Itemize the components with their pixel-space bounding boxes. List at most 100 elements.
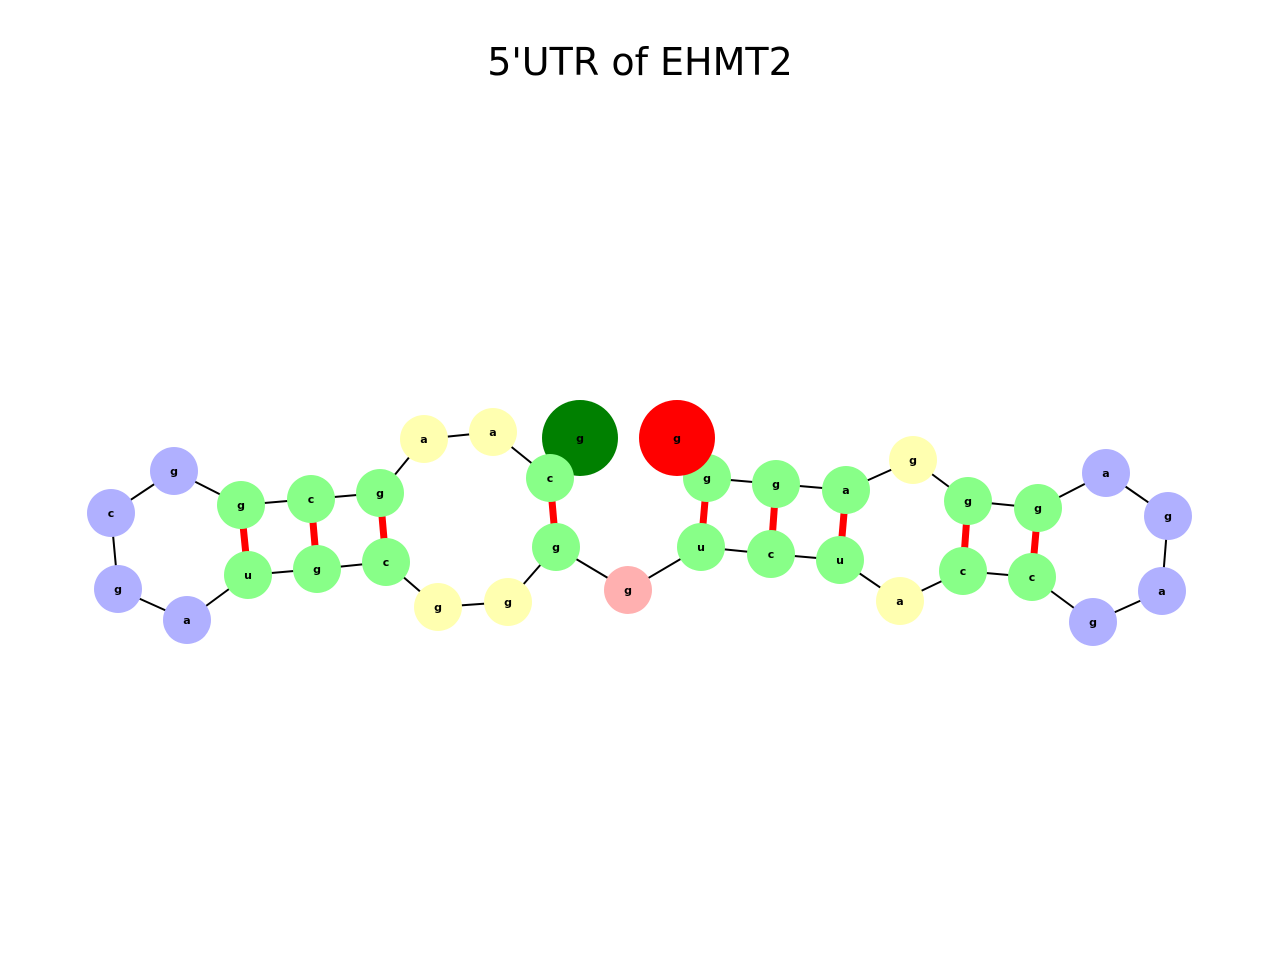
nucleotide-circle — [87, 489, 135, 537]
nucleotide-node: g — [356, 469, 404, 517]
nucleotide-circle — [604, 566, 652, 614]
nucleotide-label: c — [108, 507, 115, 520]
nucleotide-label: g — [114, 583, 122, 596]
nucleotide-node: c — [87, 489, 135, 537]
three-prime-end-node: g — [639, 400, 715, 476]
nucleotide-circle — [1014, 484, 1062, 532]
nucleotide-label: g — [434, 601, 442, 614]
nucleotide-node: g — [150, 447, 198, 495]
nucleotide-node: c — [939, 547, 987, 595]
nucleotide-node: c — [526, 454, 574, 502]
nucleotide-label: g — [1089, 616, 1097, 629]
nucleotide-circle — [293, 545, 341, 593]
nucleotide-circle — [224, 551, 272, 599]
nucleotide-label: c — [383, 556, 390, 569]
nucleotide-label: a — [896, 595, 903, 608]
nucleotide-circle — [1082, 449, 1130, 497]
nucleotide-node: a — [822, 466, 870, 514]
nucleotide-label: g — [909, 454, 917, 467]
nucleotide-label: c — [547, 472, 554, 485]
nucleotide-circle — [400, 415, 448, 463]
nucleotide-circle — [677, 523, 725, 571]
nucleotide-node: g — [1069, 598, 1117, 646]
nucleotide-label: a — [183, 614, 190, 627]
nucleotide-label: g — [964, 495, 972, 508]
nucleotide-circle — [876, 577, 924, 625]
nucleotide-circle — [356, 469, 404, 517]
nucleotide-node: g — [604, 566, 652, 614]
nucleotide-label: u — [697, 541, 705, 554]
nucleotide-node: c — [747, 530, 795, 578]
nucleotide-node: a — [876, 577, 924, 625]
nucleotide-node: g — [944, 477, 992, 525]
nucleotide-node: a — [163, 596, 211, 644]
nucleotide-label: g — [170, 465, 178, 478]
nucleotide-circle — [1138, 567, 1186, 615]
nucleotide-label: g — [237, 499, 245, 512]
nucleotide-node: u — [224, 551, 272, 599]
nucleotide-label: c — [960, 565, 967, 578]
nucleotide-label: g — [576, 432, 584, 445]
nucleotide-node: g — [94, 565, 142, 613]
nucleotide-circle — [217, 481, 265, 529]
nucleotide-label: a — [842, 484, 849, 497]
nucleotide-circle — [362, 538, 410, 586]
nucleotide-circle — [944, 477, 992, 525]
nucleotide-circle — [752, 460, 800, 508]
nucleotide-node: u — [677, 523, 725, 571]
nucleotide-node: a — [1082, 449, 1130, 497]
nucleotide-node: g — [752, 460, 800, 508]
nucleotide-node: c — [362, 538, 410, 586]
nucleotide-node: c — [287, 475, 335, 523]
nucleotide-node: c — [1008, 553, 1056, 601]
diagram-title: 5'UTR of EHMT2 — [487, 40, 793, 84]
nucleotide-label: a — [1102, 467, 1109, 480]
nucleotide-node: u — [816, 536, 864, 584]
nucleotide-circle — [469, 408, 517, 456]
nucleotide-circle — [816, 536, 864, 584]
nucleotide-label: u — [244, 569, 252, 582]
nucleotide-label: g — [673, 432, 681, 445]
nucleotide-label: u — [836, 554, 844, 567]
nucleotide-node: a — [469, 408, 517, 456]
nucleotide-node: g — [484, 578, 532, 626]
nucleotide-circle — [889, 436, 937, 484]
nucleotide-circle — [939, 547, 987, 595]
nucleotide-label: a — [420, 433, 427, 446]
nucleotide-circle — [1008, 553, 1056, 601]
nucleotide-label: c — [768, 548, 775, 561]
nucleotide-circle — [150, 447, 198, 495]
nucleotide-node: g — [889, 436, 937, 484]
nucleotide-label: a — [489, 426, 496, 439]
nucleotide-label: g — [624, 584, 632, 597]
nucleotide-circle — [163, 596, 211, 644]
nucleotide-circle — [639, 400, 715, 476]
nucleotide-circle — [1069, 598, 1117, 646]
nucleotide-circle — [532, 523, 580, 571]
nucleotide-circle — [822, 466, 870, 514]
nucleotide-node: g — [414, 583, 462, 631]
nucleotide-circle — [287, 475, 335, 523]
nucleotide-node: a — [400, 415, 448, 463]
nucleotide-node: g — [217, 481, 265, 529]
nucleotide-circle — [1144, 492, 1192, 540]
nucleotide-layer: g c a a g c g g c g a u g c g g g g u c u a c c g a g a g g g a g g g — [87, 400, 1192, 646]
nucleotide-label: g — [703, 472, 711, 485]
nucleotide-circle — [94, 565, 142, 613]
nucleotide-node: g — [1144, 492, 1192, 540]
nucleotide-label: g — [1164, 510, 1172, 523]
nucleotide-circle — [747, 530, 795, 578]
nucleotide-label: g — [1034, 502, 1042, 515]
nucleotide-label: c — [1029, 571, 1036, 584]
nucleotide-label: g — [772, 478, 780, 491]
nucleotide-label: g — [376, 487, 384, 500]
nucleotide-circle — [526, 454, 574, 502]
nucleotide-circle — [414, 583, 462, 631]
nucleotide-node: g — [293, 545, 341, 593]
nucleotide-node: g — [1014, 484, 1062, 532]
nucleotide-label: g — [504, 596, 512, 609]
nucleotide-label: c — [308, 493, 315, 506]
nucleotide-node: a — [1138, 567, 1186, 615]
nucleotide-label: g — [552, 541, 560, 554]
